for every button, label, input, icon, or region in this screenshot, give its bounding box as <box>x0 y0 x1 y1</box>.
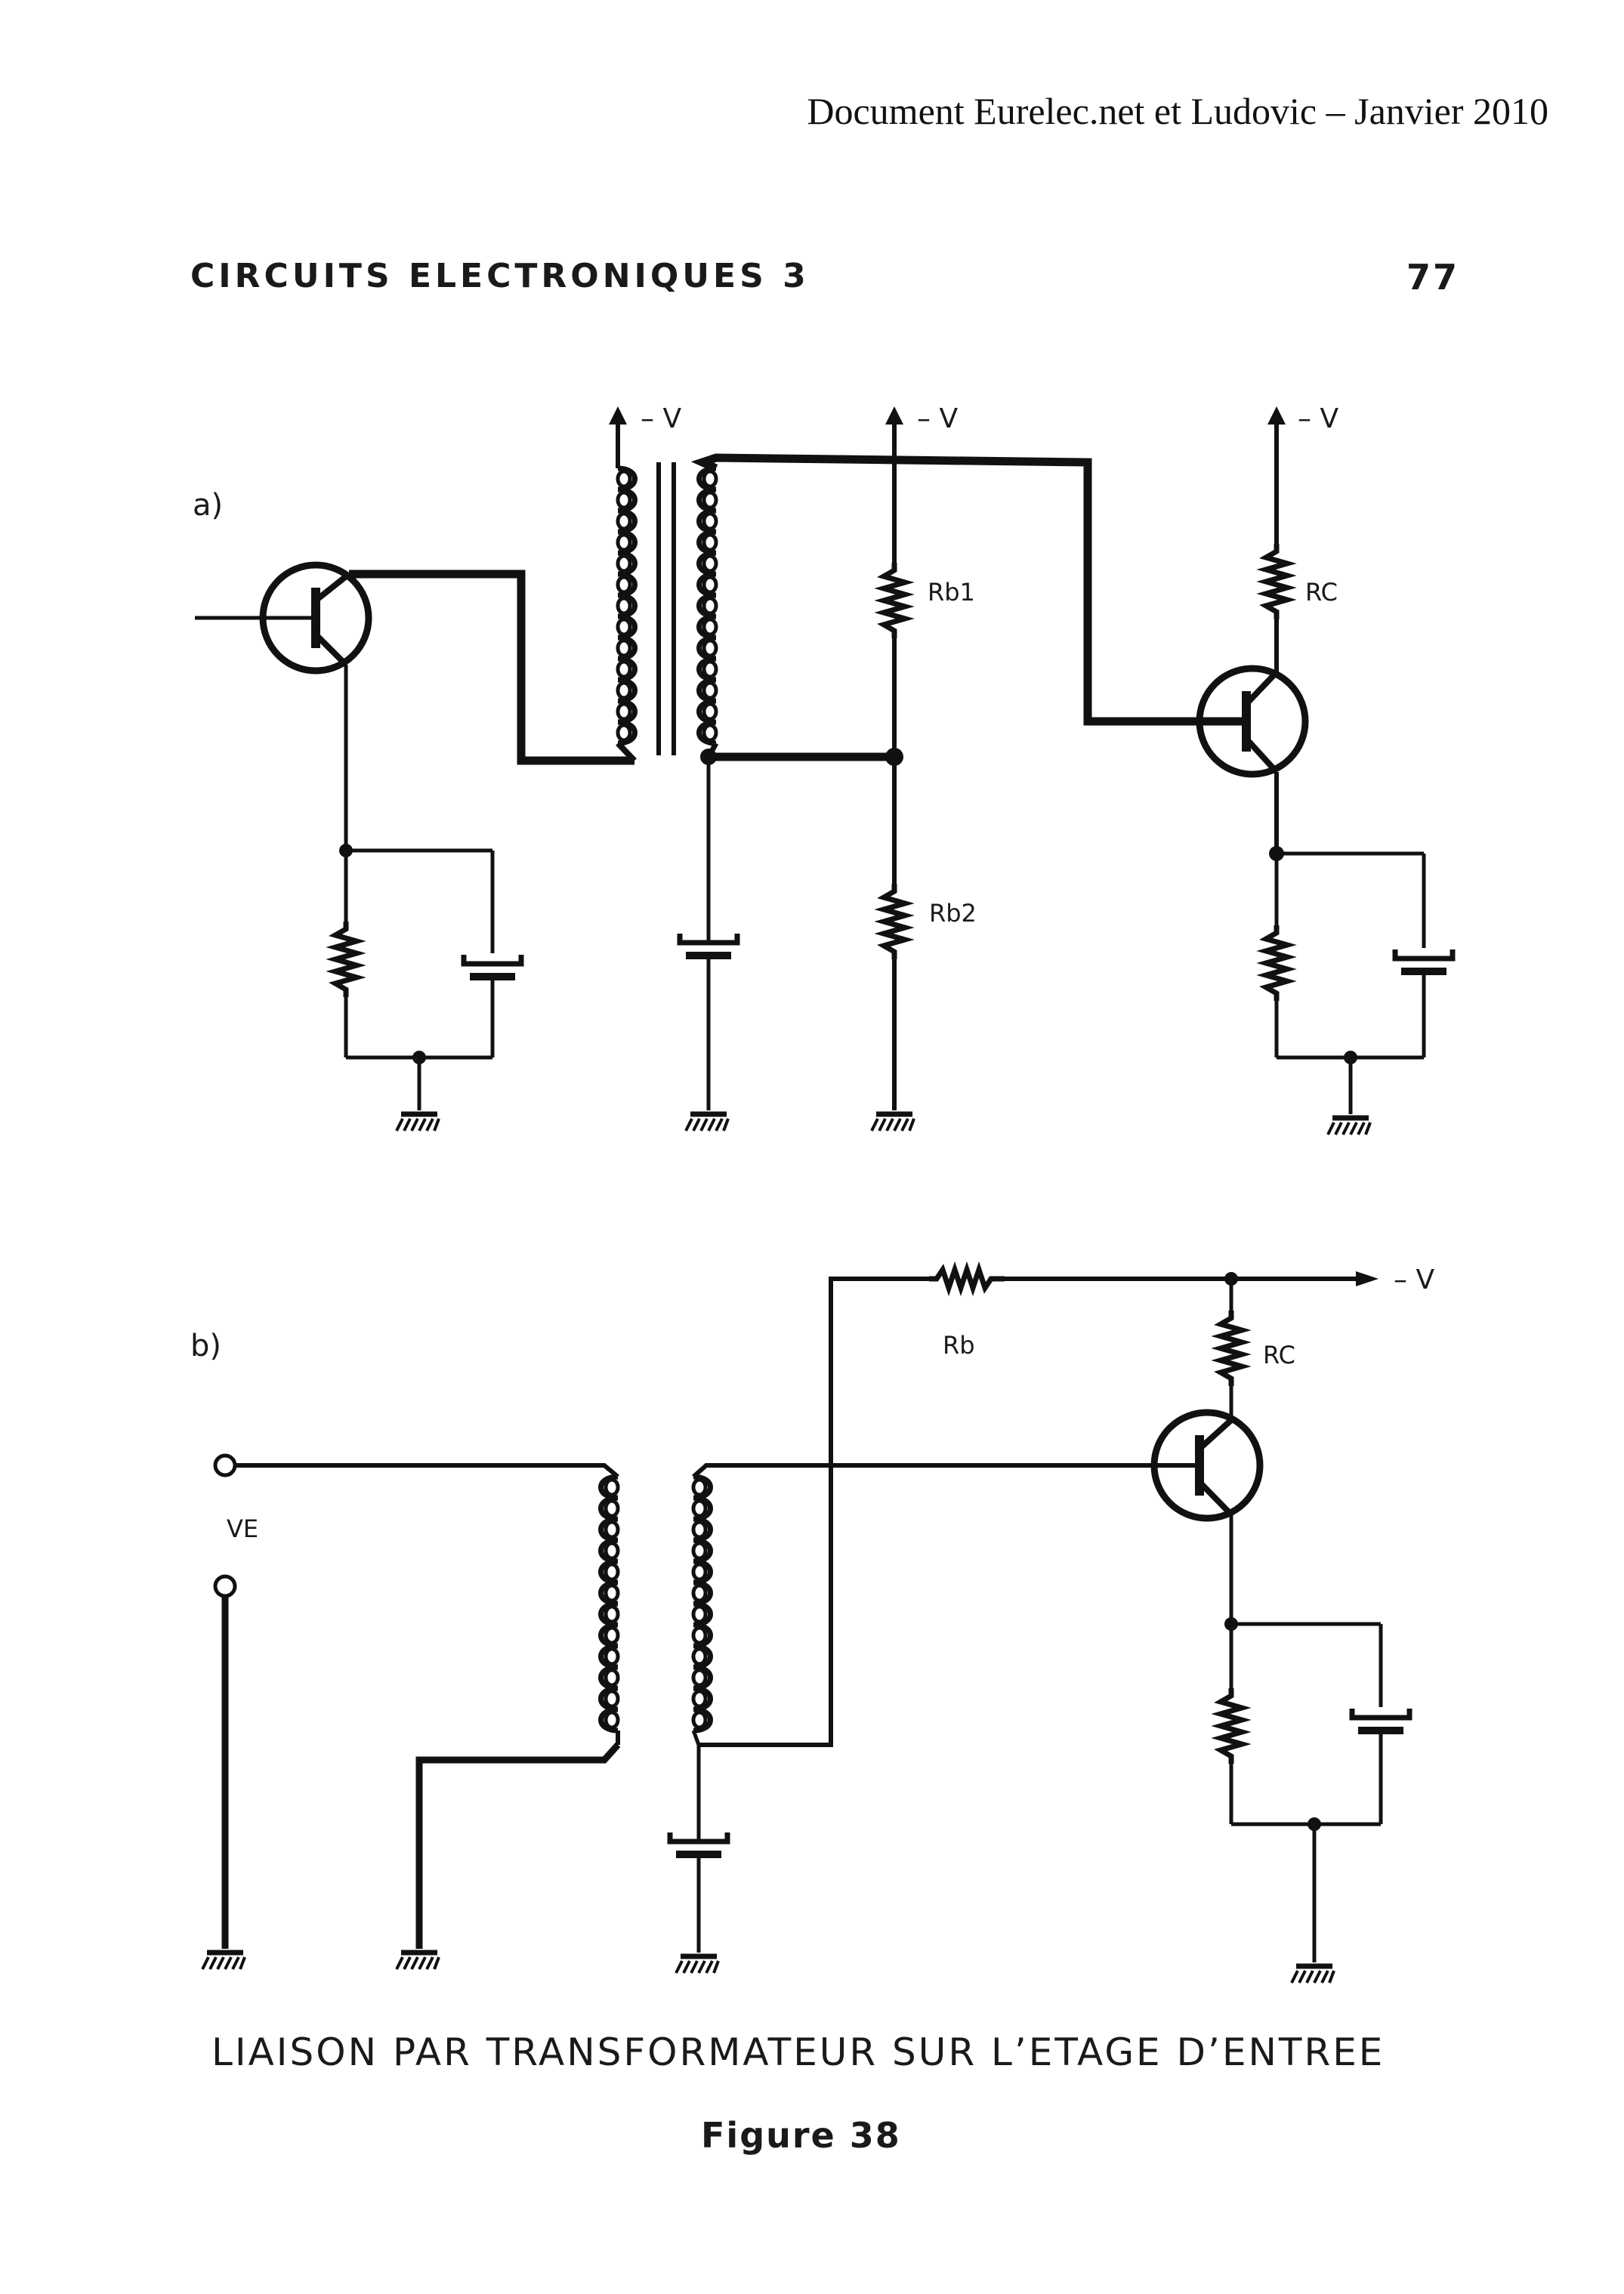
resistor-rc-label-a: RC <box>1305 578 1338 607</box>
resistor-rb1-label: Rb1 <box>928 578 975 607</box>
supply-label-a2: – V <box>917 403 958 434</box>
resistor-rc-label-b: RC <box>1263 1341 1295 1369</box>
transistor-q1 <box>195 561 372 675</box>
supply-label-a3: – V <box>1298 403 1338 434</box>
resistor-rb2-label: Rb2 <box>929 899 977 928</box>
input-ve-label: VE <box>227 1514 258 1543</box>
supply-label-a1: – V <box>641 403 681 434</box>
page-number: 77 <box>1406 257 1460 298</box>
transistor-qb <box>1150 1409 1264 1522</box>
diagram-a-label: a) <box>193 488 223 523</box>
document-source-note: Document Eurelec.net et Ludovic – Janvie… <box>807 90 1548 132</box>
supply-label-b: – V <box>1394 1264 1434 1295</box>
transistor-q2 <box>1196 665 1309 778</box>
transformer-b <box>601 1477 711 1745</box>
diagram-a: a) <box>193 403 1453 1135</box>
transformer-a <box>609 406 716 763</box>
figure-caption: LIAISON PAR TRANSFORMATEUR SUR L’ETAGE D… <box>211 2030 1385 2074</box>
book-title: CIRCUITS ELECTRONIQUES 3 <box>190 257 810 295</box>
diagram-b-label: b) <box>190 1329 221 1363</box>
figure-number: Figure 38 <box>701 2115 901 2156</box>
resistor-rb-label: Rb <box>943 1331 975 1360</box>
diagram-b: b) VE <box>190 1264 1434 1983</box>
